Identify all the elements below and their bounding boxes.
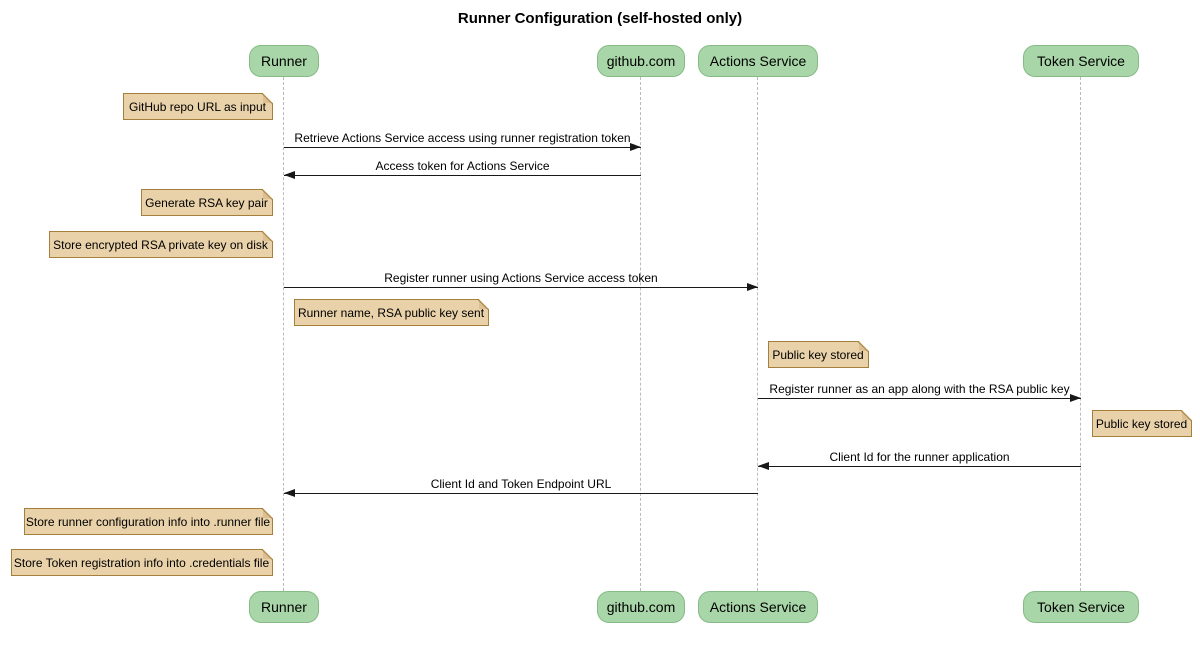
message-register-runner: Register runner using Actions Service ac… <box>284 271 758 293</box>
note-store-credentials-file: Store Token registration info into .cred… <box>11 549 273 576</box>
diagram-title: Runner Configuration (self-hosted only) <box>457 10 743 27</box>
participant-github-top: github.com <box>597 45 685 77</box>
note-generate-rsa: Generate RSA key pair <box>141 189 273 216</box>
note-text: Runner name, RSA public key sent <box>297 305 485 320</box>
message-retrieve-actions-access: Retrieve Actions Service access using ru… <box>284 131 641 153</box>
note-text: Public key stored <box>772 347 864 362</box>
note-runner-name-sent: Runner name, RSA public key sent <box>294 299 489 326</box>
arrowhead-left-icon <box>284 489 295 498</box>
participant-actions-service-top: Actions Service <box>698 45 818 77</box>
note-public-key-stored-actions: Public key stored <box>768 341 869 368</box>
message-label: Client Id for the runner application <box>829 450 1010 464</box>
arrowhead-left-icon <box>284 171 295 180</box>
note-store-private-key: Store encrypted RSA private key on disk <box>49 231 273 258</box>
participant-actions-service-bottom: Actions Service <box>698 591 818 623</box>
message-line <box>284 147 641 149</box>
message-label: Client Id and Token Endpoint URL <box>430 477 612 491</box>
message-line <box>284 175 641 177</box>
message-label: Retrieve Actions Service access using ru… <box>294 131 631 145</box>
message-line <box>284 287 758 289</box>
message-label: Register runner using Actions Service ac… <box>384 271 658 285</box>
arrowhead-right-icon <box>630 143 641 152</box>
note-text: Store Token registration info into .cred… <box>13 555 270 570</box>
lifeline-token-service <box>1080 77 1081 591</box>
lifeline-runner <box>283 77 284 591</box>
arrowhead-right-icon <box>747 283 758 292</box>
lifeline-actions-service <box>757 77 758 591</box>
participant-runner-bottom: Runner <box>249 591 319 623</box>
message-client-id-endpoint: Client Id and Token Endpoint URL <box>284 477 758 499</box>
message-line <box>284 493 758 495</box>
lifeline-github <box>640 77 641 591</box>
message-client-id: Client Id for the runner application <box>758 450 1081 472</box>
message-line <box>758 466 1081 468</box>
note-text: Store encrypted RSA private key on disk <box>53 237 268 252</box>
note-text: GitHub repo URL as input <box>129 99 266 114</box>
note-text: Public key stored <box>1095 416 1188 431</box>
note-store-runner-file: Store runner configuration info into .ru… <box>24 508 273 535</box>
participant-token-service-top: Token Service <box>1023 45 1139 77</box>
note-text: Generate RSA key pair <box>145 195 268 210</box>
message-label: Access token for Actions Service <box>375 159 550 173</box>
message-access-token: Access token for Actions Service <box>284 159 641 181</box>
participant-github-bottom: github.com <box>597 591 685 623</box>
message-label: Register runner as an app along with the… <box>769 382 1070 396</box>
participant-runner-top: Runner <box>249 45 319 77</box>
participant-token-service-bottom: Token Service <box>1023 591 1139 623</box>
message-register-app: Register runner as an app along with the… <box>758 382 1081 404</box>
arrowhead-left-icon <box>758 462 769 471</box>
note-public-key-stored-token: Public key stored <box>1092 410 1192 437</box>
arrowhead-right-icon <box>1070 394 1081 403</box>
note-text: Store runner configuration info into .ru… <box>25 514 271 529</box>
message-line <box>758 398 1081 400</box>
note-github-repo-url: GitHub repo URL as input <box>123 93 273 120</box>
